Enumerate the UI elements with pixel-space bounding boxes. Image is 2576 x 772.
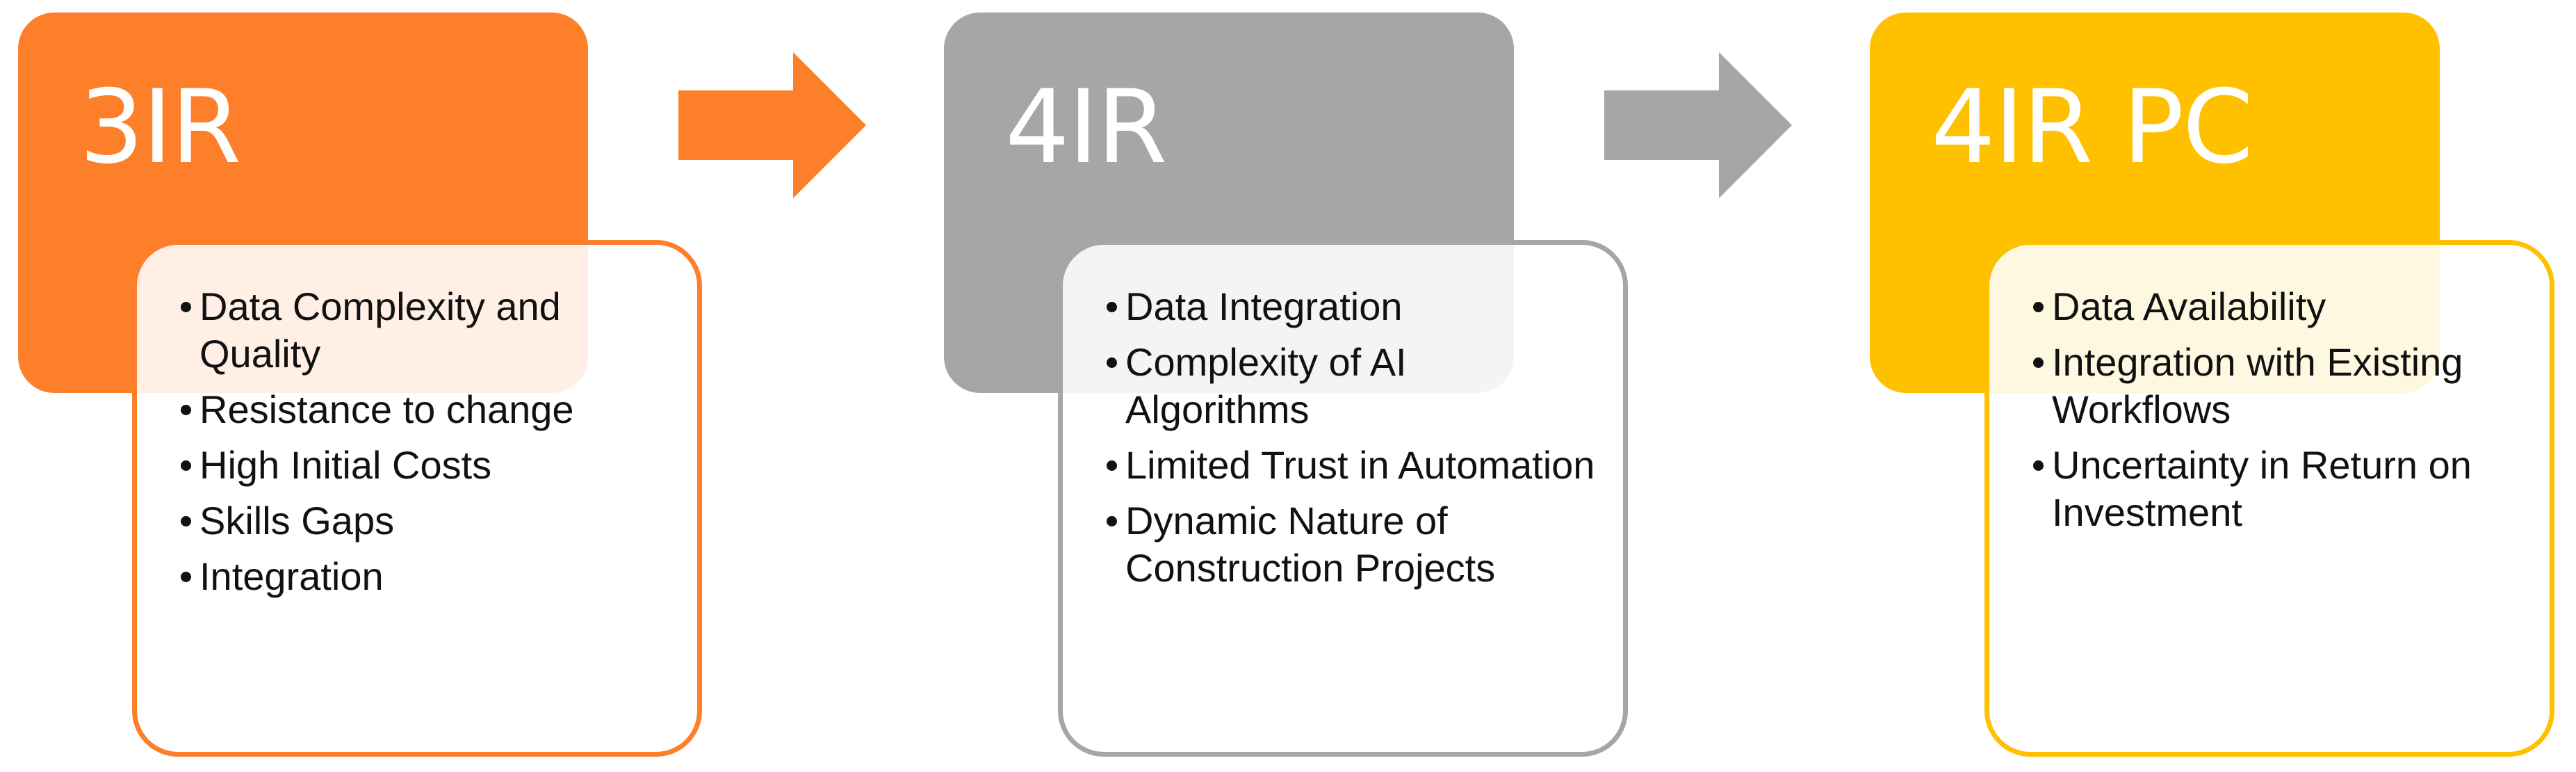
challenge-item: Integration — [177, 553, 669, 600]
challenge-item: Complexity of AI Algorithms — [1103, 339, 1595, 433]
challenge-item: Data Availability — [2030, 283, 2522, 330]
bullet-icon — [2030, 339, 2046, 386]
bullet-icon — [1103, 497, 1120, 545]
challenge-text: Uncertainty in Return on Investment — [2052, 443, 2472, 534]
bullet-icon — [177, 283, 194, 330]
right-arrow-icon — [1604, 52, 1792, 198]
bullet-icon — [177, 442, 194, 489]
challenge-text: High Initial Costs — [199, 443, 492, 487]
challenge-item: Data Complexity and Quality — [177, 283, 669, 378]
bullet-icon — [177, 553, 194, 600]
stage-4ir-challenge-list: Data Integration Complexity of AI Algori… — [1103, 283, 1595, 600]
stage-3ir-challenge-list: Data Complexity and Quality Resistance t… — [177, 283, 669, 609]
challenge-item: Skills Gaps — [177, 497, 669, 545]
stage-4ir-challenges-box: Data Integration Complexity of AI Algori… — [1058, 240, 1628, 757]
challenge-item: Dynamic Nature of Construction Projects — [1103, 497, 1595, 592]
challenge-text: Integration with Existing Workflows — [2052, 340, 2463, 431]
challenge-text: Resistance to change — [199, 387, 574, 431]
challenge-text: Data Complexity and Quality — [199, 284, 561, 376]
challenge-text: Limited Trust in Automation — [1125, 443, 1595, 487]
challenge-text: Complexity of AI Algorithms — [1125, 340, 1407, 431]
challenge-item: Resistance to change — [177, 386, 669, 433]
challenge-item: Limited Trust in Automation — [1103, 442, 1595, 489]
challenge-text: Skills Gaps — [199, 499, 395, 542]
bullet-icon — [177, 497, 194, 545]
stage-3ir-challenges-box: Data Complexity and Quality Resistance t… — [132, 240, 702, 757]
challenge-text: Dynamic Nature of Construction Projects — [1125, 499, 1496, 590]
challenge-item: Data Integration — [1103, 283, 1595, 330]
challenge-item: Integration with Existing Workflows — [2030, 339, 2522, 433]
bullet-icon — [2030, 442, 2046, 489]
stage-4ir-pc-challenge-list: Data Availability Integration with Exist… — [2030, 283, 2522, 545]
stage-4ir-pc-title: 4IR PC — [1931, 68, 2253, 186]
stage-3ir-title: 3IR — [79, 68, 241, 186]
challenge-text: Data Integration — [1125, 284, 1403, 328]
challenge-item: Uncertainty in Return on Investment — [2030, 442, 2522, 536]
bullet-icon — [2030, 283, 2046, 330]
stage-4ir-pc-challenges-box: Data Availability Integration with Exist… — [1984, 240, 2554, 757]
right-arrow-icon — [678, 52, 866, 198]
stage-4ir-title: 4IR — [1005, 68, 1167, 186]
bullet-icon — [1103, 283, 1120, 330]
challenge-text: Integration — [199, 554, 384, 598]
bullet-icon — [177, 386, 194, 433]
bullet-icon — [1103, 442, 1120, 489]
bullet-icon — [1103, 339, 1120, 386]
challenge-text: Data Availability — [2052, 284, 2326, 328]
challenge-item: High Initial Costs — [177, 442, 669, 489]
